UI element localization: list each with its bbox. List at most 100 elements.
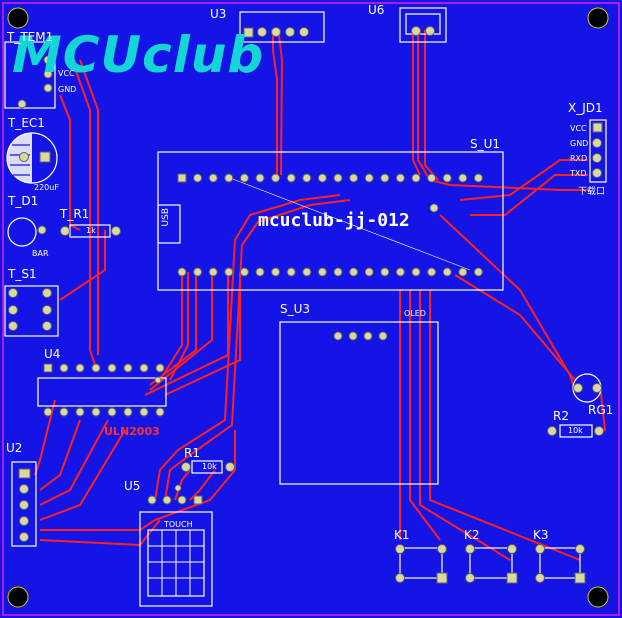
pin-pad xyxy=(155,407,165,417)
x-jd1-pin-3: RXD xyxy=(570,154,588,163)
pin-pad xyxy=(333,267,343,277)
pin-pad xyxy=(395,267,405,277)
pin-pad xyxy=(123,407,133,417)
pin-pad xyxy=(302,173,312,183)
pin-pad xyxy=(395,173,405,183)
pin-pad xyxy=(91,363,101,373)
t-tem1-label: T_TEM1 xyxy=(7,30,54,44)
mcuclub-logo: MCUclub xyxy=(12,26,265,84)
t-d1-label: T_D1 xyxy=(8,194,39,208)
pin-pad xyxy=(473,267,483,277)
pin-pad xyxy=(43,407,53,417)
pin-pad xyxy=(380,267,390,277)
pin-pad xyxy=(349,267,359,277)
pin-pad xyxy=(155,363,165,373)
pin-pad xyxy=(239,267,249,277)
pin-pad xyxy=(193,173,203,183)
t-d1-note: BAR xyxy=(32,249,49,258)
pin-pad xyxy=(59,363,69,373)
r2-label: R2 xyxy=(553,409,569,423)
pin-pad xyxy=(139,407,149,417)
pin-pad xyxy=(411,173,421,183)
pin-pad xyxy=(239,173,249,183)
oled-label: OLED xyxy=(404,309,426,318)
pin-pad xyxy=(75,407,85,417)
u4-bottom-pins xyxy=(43,407,165,417)
pin-pad xyxy=(442,173,452,183)
pin-pad xyxy=(333,173,343,183)
pin-pad xyxy=(442,267,452,277)
pin-pad xyxy=(224,173,234,183)
pin-pad xyxy=(349,173,359,183)
pin-pad xyxy=(224,267,234,277)
x-jd1-pin-4: TXD xyxy=(570,169,587,178)
pin-pad xyxy=(411,267,421,277)
mounting-holes xyxy=(7,7,609,608)
pin-pad xyxy=(177,267,187,277)
pin-pad xyxy=(458,173,468,183)
s-u1-label: S_U1 xyxy=(470,137,501,151)
pin-pad xyxy=(91,407,101,417)
pin-pad xyxy=(271,173,281,183)
pin-pad xyxy=(271,267,281,277)
pin-pad xyxy=(177,173,187,183)
usb-label: USB xyxy=(161,208,171,227)
pin-pad xyxy=(255,267,265,277)
pin-pad xyxy=(255,173,265,183)
pin-pad xyxy=(364,173,374,183)
s-u1-bottom-pins xyxy=(177,267,483,277)
pin-pad xyxy=(317,267,327,277)
s-u3-label: S_U3 xyxy=(280,302,311,316)
pin-pad xyxy=(208,267,218,277)
pin-pad xyxy=(380,173,390,183)
pin-pad xyxy=(43,363,53,373)
t-r1-value: 1k xyxy=(86,226,96,235)
t-ec1-value: 220uF xyxy=(34,183,59,192)
k2-label: K2 xyxy=(464,528,480,542)
pin-pad xyxy=(75,363,85,373)
pin-pad xyxy=(317,173,327,183)
k3-label: K3 xyxy=(533,528,549,542)
pin-pad xyxy=(107,363,117,373)
x-jd1-label: X_JD1 xyxy=(568,101,603,115)
u5-note: TOUCH xyxy=(164,520,193,529)
u2-label: U2 xyxy=(6,441,23,455)
t-s1-label: T_S1 xyxy=(8,267,37,281)
pin-pad xyxy=(123,363,133,373)
u3-label: U3 xyxy=(210,7,227,21)
silkscreen xyxy=(4,7,607,607)
r2-value: 10k xyxy=(568,426,583,435)
r1-value: 10k xyxy=(202,462,217,471)
t-tem1-vcc-label: VCC xyxy=(58,69,75,78)
pin-pad xyxy=(427,267,437,277)
uln2003-label: ULN2003 xyxy=(104,425,160,438)
pads xyxy=(8,26,604,584)
copper-traces xyxy=(34,30,607,579)
pin-pad xyxy=(208,173,218,183)
t-r1-label: T_R1 xyxy=(60,207,90,221)
pin-pad xyxy=(107,407,117,417)
u4-label: U4 xyxy=(44,347,61,361)
pin-pad xyxy=(458,267,468,277)
x-jd1-pin-1: VCC xyxy=(570,124,587,133)
x-jd1-note: 下载口 xyxy=(578,187,606,197)
t-ec1-label: T_EC1 xyxy=(8,116,45,130)
pin-pad xyxy=(427,173,437,183)
u5-label: U5 xyxy=(124,479,141,493)
rg1-label: RG1 xyxy=(588,403,614,417)
u6-label: U6 xyxy=(368,3,385,17)
t-tem1-gnd-label: GND xyxy=(58,85,77,94)
pin-pad xyxy=(139,363,149,373)
pin-pad xyxy=(473,173,483,183)
u4-top-pins xyxy=(43,363,165,373)
pin-pad xyxy=(302,267,312,277)
pin-pad xyxy=(364,267,374,277)
pin-pad xyxy=(286,267,296,277)
r1-label: R1 xyxy=(184,446,200,460)
pin-pad xyxy=(59,407,69,417)
board-name-label: mcuclub-jj-012 xyxy=(258,210,410,231)
pin-pad xyxy=(193,267,203,277)
